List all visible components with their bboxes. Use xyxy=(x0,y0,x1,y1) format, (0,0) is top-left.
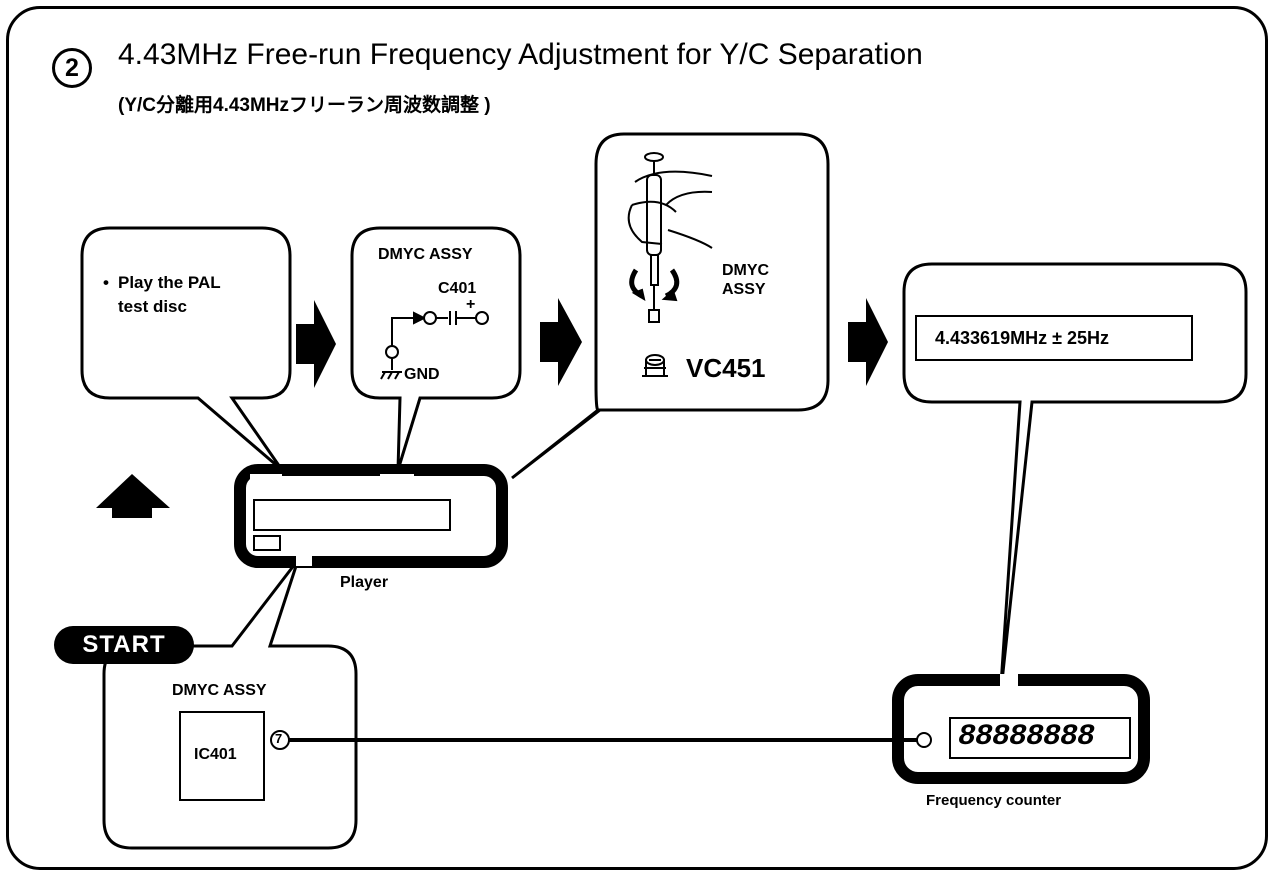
callout-c401-ground xyxy=(350,226,522,471)
reading-box xyxy=(915,315,1193,361)
pin-7-label: 7 xyxy=(275,731,283,746)
counter-label: Frequency counter xyxy=(926,792,1062,809)
diagram-frame xyxy=(6,6,1268,870)
bullet-icon: • xyxy=(103,273,109,292)
arrow-up-icon xyxy=(96,474,170,518)
callout-frequency-reading xyxy=(902,262,1248,701)
polarity-plus: + xyxy=(466,296,476,313)
player-label: Player xyxy=(340,574,389,591)
callout-vc451 xyxy=(511,132,830,480)
step3-board-line2: ASSY xyxy=(722,281,766,298)
arrow-right-1-icon xyxy=(296,300,336,388)
step1-line2: test disc xyxy=(118,297,187,316)
start-board-label: DMYC ASSY xyxy=(172,682,267,699)
vc451-label: VC451 xyxy=(686,353,766,383)
start-badge: START xyxy=(54,626,194,664)
c401-label: C401 xyxy=(438,280,477,297)
frequency-reading: 4.433619MHz ± 25Hz xyxy=(935,328,1109,348)
frequency-counter-device xyxy=(892,674,1150,784)
pin-7-marker xyxy=(270,730,290,750)
page-subtitle: (Y/C分離用4.43MHzフリーラン周波数調整 ) xyxy=(118,95,491,116)
arrow-right-2-icon xyxy=(540,298,582,386)
screwdriver-hand-illustration xyxy=(627,152,713,377)
callout-play-disc xyxy=(80,226,292,472)
arrow-right-3-icon xyxy=(848,298,888,386)
step1-line1: Play the PAL xyxy=(118,273,221,292)
step-number-badge: 2 xyxy=(52,48,92,88)
gnd-label: GND xyxy=(404,366,440,383)
c401-probe-schematic xyxy=(380,311,489,380)
ic401-chip xyxy=(179,711,265,801)
step2-board-label: DMYC ASSY xyxy=(378,246,473,263)
ic401-label: IC401 xyxy=(194,746,237,763)
page-title: 4.43MHz Free-run Frequency Adjustment fo… xyxy=(118,38,923,71)
player-device xyxy=(234,464,508,568)
step3-board-line1: DMYC xyxy=(722,262,770,279)
counter-display: 88888888 xyxy=(958,720,1095,754)
callout-ic401 xyxy=(102,559,358,850)
